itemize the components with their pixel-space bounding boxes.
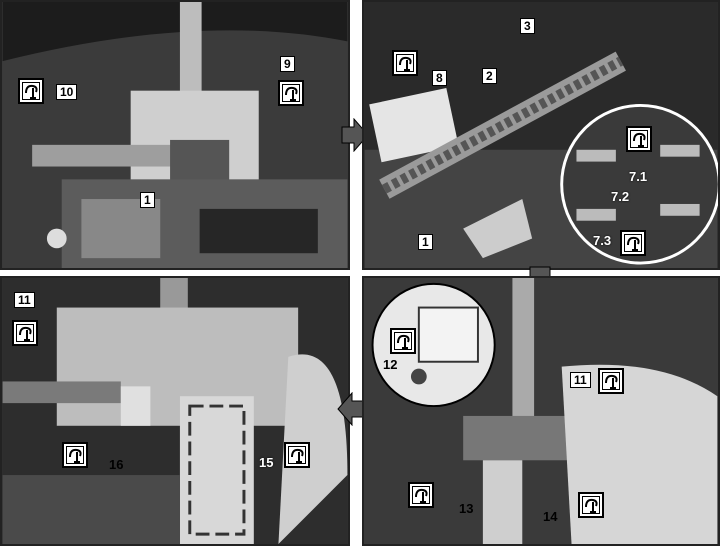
special-tool-icon (278, 80, 304, 106)
callout-7-2: 7.2 (611, 189, 630, 204)
special-tool-icon (408, 482, 434, 508)
callout-9: 9 (280, 56, 295, 72)
special-tool-icon (18, 78, 44, 104)
callout-11: 11 (570, 372, 591, 388)
special-tool-icon (12, 320, 38, 346)
photo-chain-riveting (364, 278, 718, 544)
callout-16: 16 (109, 457, 124, 472)
callout-11: 11 (14, 292, 35, 308)
special-tool-icon (284, 442, 310, 468)
callout-13: 13 (459, 501, 474, 516)
callout-7-3: 7.3 (593, 233, 612, 248)
panel-bottom-right: 12 11 13 14 (362, 276, 720, 546)
special-tool-icon (598, 368, 624, 394)
callout-3: 3 (520, 18, 535, 34)
panel-bottom-left: 11 16 15 (0, 276, 350, 546)
callout-8: 8 (432, 70, 447, 86)
special-tool-icon (620, 230, 646, 256)
callout-1: 1 (140, 192, 155, 208)
callout-7-1: 7.1 (629, 169, 648, 184)
photo-tool-press (2, 278, 348, 544)
callout-15: 15 (259, 455, 274, 470)
callout-10: 10 (56, 84, 78, 100)
callout-1: 1 (418, 234, 433, 250)
panel-top-right: 3 8 2 7.1 7.2 7.3 1 (362, 0, 720, 270)
panel-top-left: 10 9 1 (0, 0, 350, 270)
callout-14: 14 (543, 509, 558, 524)
special-tool-icon (390, 328, 416, 354)
photo-chain-tool-setup (2, 2, 348, 268)
flow-arrow-icon (341, 118, 369, 152)
special-tool-icon (62, 442, 88, 468)
callout-2: 2 (482, 68, 497, 84)
callout-12: 12 (383, 357, 398, 372)
special-tool-icon (626, 126, 652, 152)
special-tool-icon (578, 492, 604, 518)
special-tool-icon (392, 50, 418, 76)
photo-chain-links (364, 2, 718, 268)
